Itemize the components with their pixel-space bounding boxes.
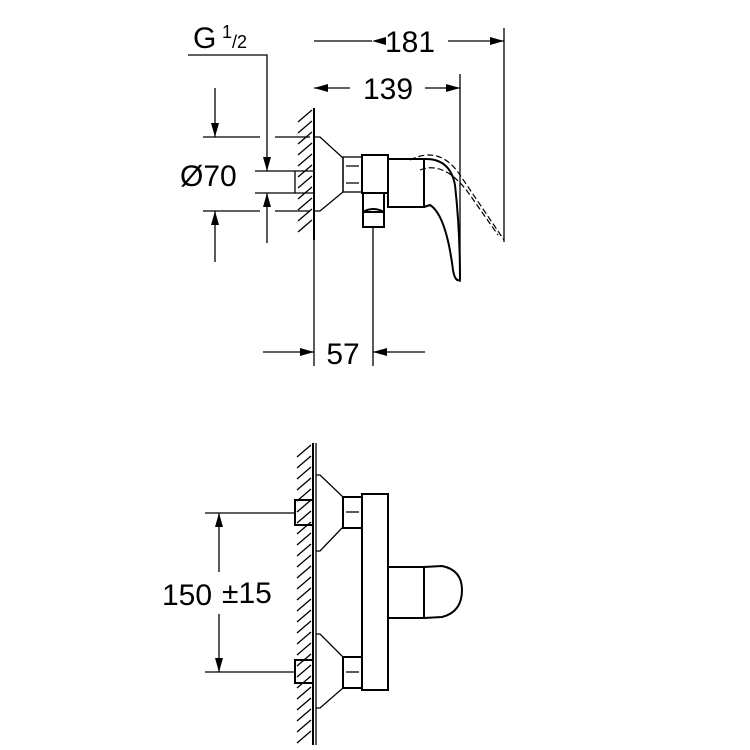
hatch-line bbox=[296, 455, 312, 469]
thread-denominator: /2 bbox=[232, 32, 247, 52]
hatch-line bbox=[296, 510, 312, 524]
dim-tolerance: ±15 bbox=[222, 577, 272, 610]
hatch-line bbox=[296, 477, 312, 491]
nut bbox=[342, 156, 363, 193]
cartridge bbox=[387, 158, 425, 208]
mixer-body bbox=[361, 493, 389, 691]
mixer-body bbox=[361, 154, 389, 194]
wall-hatch bbox=[296, 444, 312, 744]
hatch-line bbox=[296, 466, 312, 480]
hatch-line bbox=[296, 565, 312, 579]
nut-detail bbox=[346, 165, 359, 184]
hatch-line bbox=[296, 521, 312, 535]
handle-cap bbox=[423, 564, 464, 619]
hatch-line bbox=[296, 554, 312, 568]
hatch-line bbox=[297, 175, 313, 189]
pipe-stub bbox=[294, 170, 314, 194]
dim-150: 150 bbox=[162, 579, 212, 612]
hatch-line bbox=[296, 499, 312, 513]
dim-139: 139 bbox=[363, 73, 413, 106]
hatch-line bbox=[296, 598, 312, 612]
flange bbox=[314, 136, 344, 212]
front-view: 150 ±15 bbox=[162, 443, 464, 745]
hatch-line bbox=[297, 197, 313, 211]
hatch-line bbox=[297, 219, 313, 233]
hatch-line bbox=[296, 576, 312, 590]
thread-label: G bbox=[193, 22, 216, 55]
hatch-line bbox=[296, 631, 312, 645]
side-view: 181 139 Ø70 G 1 /2 57 bbox=[180, 22, 505, 371]
hatch-line bbox=[296, 543, 312, 557]
hatch-line bbox=[297, 109, 313, 123]
thread-numerator: 1 bbox=[222, 22, 232, 42]
hatch-line bbox=[296, 609, 312, 623]
hatch-line bbox=[297, 142, 313, 156]
outlet bbox=[362, 211, 385, 228]
cartridge bbox=[387, 566, 425, 619]
hatch-line bbox=[296, 587, 312, 601]
hatch-line bbox=[296, 697, 312, 711]
dim-diameter-70: Ø70 bbox=[180, 160, 237, 193]
hatch-line bbox=[297, 131, 313, 145]
dim-57: 57 bbox=[326, 338, 359, 371]
upper-connector bbox=[294, 474, 363, 552]
hatch-line bbox=[296, 444, 312, 458]
dim-181: 181 bbox=[385, 26, 435, 59]
extension-lines bbox=[203, 136, 310, 212]
hatch-line bbox=[296, 719, 312, 733]
hatch-line bbox=[297, 120, 313, 134]
hatch-line bbox=[296, 686, 312, 700]
lower-connector bbox=[294, 633, 363, 709]
body-lower bbox=[362, 193, 385, 214]
hatch-line bbox=[296, 642, 312, 656]
hatch-line bbox=[297, 153, 313, 167]
hatch-line bbox=[296, 708, 312, 722]
hatch-line bbox=[296, 620, 312, 634]
hatch-line bbox=[296, 730, 312, 744]
pipe-stub bbox=[294, 499, 314, 526]
hatch-line bbox=[296, 532, 312, 546]
thread-leader bbox=[188, 54, 271, 171]
hatch-line bbox=[296, 664, 312, 678]
flange bbox=[316, 633, 344, 709]
flange bbox=[316, 474, 344, 552]
